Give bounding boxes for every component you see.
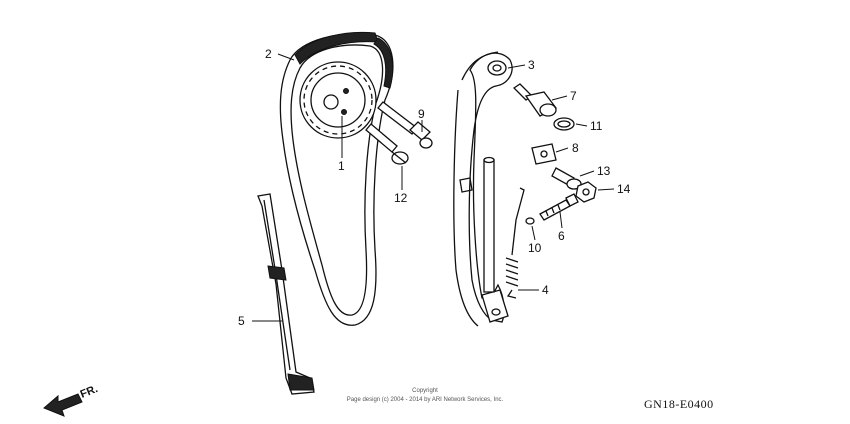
callout-labels: 1 2 3 4 5 6 7 8 9 10 11 12 13 14 (238, 47, 631, 328)
cam-sprocket-bolt-lower[interactable] (365, 123, 409, 165)
washer[interactable] (525, 217, 535, 225)
callout-9[interactable]: 9 (418, 107, 425, 121)
tensioner-shaft[interactable] (483, 156, 495, 293)
callout-14[interactable]: 14 (617, 182, 631, 196)
callout-10[interactable]: 10 (528, 241, 542, 255)
callout-7[interactable]: 7 (570, 89, 577, 103)
callout-1[interactable]: 1 (338, 159, 345, 173)
diagram-code: GN18-E0400 (644, 397, 714, 411)
cam-chain[interactable] (279, 31, 394, 326)
copyright-notice: Page design (c) 2004 - 2014 by ARI Netwo… (347, 397, 504, 403)
stopper-plate[interactable] (531, 143, 557, 165)
adjusting-bolt[interactable] (539, 193, 579, 221)
callout-11[interactable]: 11 (590, 119, 603, 133)
callout-2[interactable]: 2 (265, 47, 272, 61)
callout-leaders (252, 53, 615, 322)
cam-sprocket[interactable] (299, 61, 377, 139)
callout-3[interactable]: 3 (528, 58, 535, 72)
callout-5[interactable]: 5 (238, 314, 245, 328)
copyright-title: Copyright (412, 388, 438, 394)
cam-chain-tensioner-arm[interactable] (453, 51, 513, 327)
tensioner-pushrod[interactable] (512, 83, 557, 117)
tensioner-bolt[interactable] (551, 167, 582, 190)
tensioner-nut[interactable] (575, 181, 597, 203)
o-ring[interactable] (553, 117, 575, 131)
callout-12[interactable]: 12 (394, 191, 408, 205)
cam-chain-guide[interactable] (257, 193, 315, 395)
cam-sprocket-bolt-upper[interactable] (377, 101, 433, 149)
front-label: FR. (79, 383, 100, 401)
callout-6[interactable]: 6 (558, 229, 565, 243)
front-direction-arrow: FR. (43, 383, 100, 417)
callout-8[interactable]: 8 (572, 141, 579, 155)
callout-13[interactable]: 13 (597, 164, 611, 178)
tensioner-spring[interactable] (505, 187, 525, 299)
callout-4[interactable]: 4 (542, 283, 549, 297)
